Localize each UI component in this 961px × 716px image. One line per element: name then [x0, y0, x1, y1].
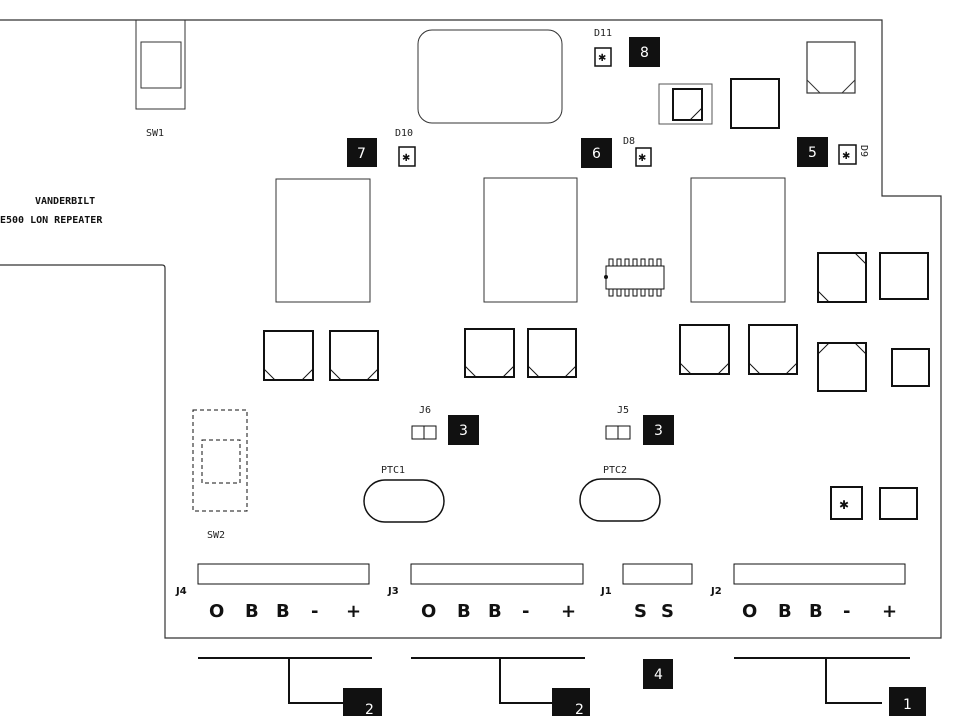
d9-label: D9 [858, 145, 869, 157]
connector-j3-block [410, 563, 584, 585]
j4-terminal-o: O [209, 601, 224, 622]
relay-middle [483, 177, 578, 303]
svg-text:✱: ✱ [402, 153, 410, 164]
callout-3a: 3 [459, 423, 468, 439]
svg-text:✱: ✱ [839, 498, 849, 512]
j2-terminal-minus: - [843, 601, 850, 622]
diode-bottom-right: ✱ [830, 486, 863, 520]
pcb-outline [0, 19, 942, 639]
d8-label: D8 [623, 136, 635, 147]
j6-label: J6 [419, 405, 431, 416]
callout-1-box [889, 687, 926, 716]
relay-left [275, 178, 371, 303]
bracket-j4 [198, 657, 372, 704]
jumper-j5 [605, 425, 631, 440]
j2-label: J2 [710, 586, 722, 597]
j1-terminal-s2: S [661, 601, 674, 622]
callout-7-box [347, 138, 377, 167]
capacitor-right-3 [817, 342, 867, 392]
capacitor-top-2 [806, 41, 856, 94]
capacitor-right-4 [891, 348, 930, 387]
capacitor-bottom-right [879, 487, 918, 520]
svg-text:✱: ✱ [842, 151, 850, 162]
callout-2a-box [343, 688, 382, 716]
callout-5-box [797, 137, 828, 167]
capacitor-top-1 [730, 78, 780, 129]
connector-j1-block [622, 563, 693, 585]
callout-6: 6 [592, 146, 601, 162]
ptc1-label: PTC1 [381, 465, 405, 476]
capacitor-row-4 [527, 328, 577, 378]
bracket-j2 [734, 657, 910, 704]
j3-terminal-minus: - [522, 601, 529, 622]
j2-terminal-plus: + [882, 601, 897, 622]
j2-terminal-b1: B [778, 601, 792, 622]
capacitor-row-6 [748, 324, 798, 375]
j2-terminal-b2: B [809, 601, 823, 622]
j3-label: J3 [387, 586, 399, 597]
j4-terminal-b2: B [276, 601, 290, 622]
ic-component-top [658, 83, 713, 125]
led-d11: ✱ [594, 47, 612, 67]
fuse-ptc1 [363, 479, 445, 523]
board-title-line2: E500 LON REPEATER [0, 215, 103, 226]
capacitor-row-5 [679, 324, 730, 375]
crystal-component [417, 29, 563, 124]
ic-chip [604, 258, 665, 297]
ptc2-label: PTC2 [603, 465, 627, 476]
j2-terminal-o: O [742, 601, 757, 622]
callout-4-box [643, 659, 673, 689]
connector-j4-block [197, 563, 370, 585]
fuse-ptc2 [579, 478, 661, 522]
led-d9: ✱ [838, 144, 857, 165]
j4-label: J4 [175, 586, 187, 597]
j1-label: J1 [600, 586, 612, 597]
svg-text:✱: ✱ [598, 53, 606, 64]
j4-terminal-plus: + [346, 601, 361, 622]
j3-terminal-o: O [421, 601, 436, 622]
callout-4: 4 [654, 667, 663, 683]
connector-j2-block [733, 563, 906, 585]
capacitor-right-2 [879, 252, 929, 300]
jumper-j6 [411, 425, 437, 440]
j3-terminal-plus: + [561, 601, 576, 622]
j4-terminal-b1: B [245, 601, 259, 622]
j3-terminal-b2: B [488, 601, 502, 622]
callout-6-box [581, 138, 612, 168]
callout-5: 5 [808, 145, 817, 161]
sw1-label: SW1 [146, 128, 164, 139]
capacitor-row-2 [329, 330, 379, 381]
capacitor-right-1 [817, 252, 867, 303]
switch-sw1 [135, 19, 186, 110]
j4-terminal-minus: - [311, 601, 318, 622]
j1-terminal-s1: S [634, 601, 647, 622]
callout-2a: 2 [365, 702, 374, 716]
bracket-j3 [411, 657, 585, 704]
d11-label: D11 [594, 28, 612, 39]
callout-8-box [629, 37, 660, 67]
sw2-label: SW2 [207, 530, 225, 541]
led-d10: ✱ [398, 146, 416, 167]
callout-3b: 3 [654, 423, 663, 439]
callout-2b-box [552, 688, 590, 716]
capacitor-row-3 [464, 328, 515, 378]
j5-label: J5 [617, 405, 629, 416]
svg-text:✱: ✱ [638, 153, 646, 164]
callout-2b: 2 [575, 702, 584, 716]
callout-3b-box [643, 415, 674, 445]
callout-1: 1 [903, 697, 912, 713]
board-title-line1: VANDERBILT [35, 196, 95, 207]
callout-8: 8 [640, 45, 649, 61]
callout-7: 7 [357, 146, 366, 162]
callout-3a-box [448, 415, 479, 445]
switch-sw2 [192, 409, 248, 512]
relay-right [690, 177, 786, 303]
capacitor-row-1 [263, 330, 314, 381]
led-d8: ✱ [635, 147, 652, 167]
d10-label: D10 [395, 128, 413, 139]
j3-terminal-b1: B [457, 601, 471, 622]
